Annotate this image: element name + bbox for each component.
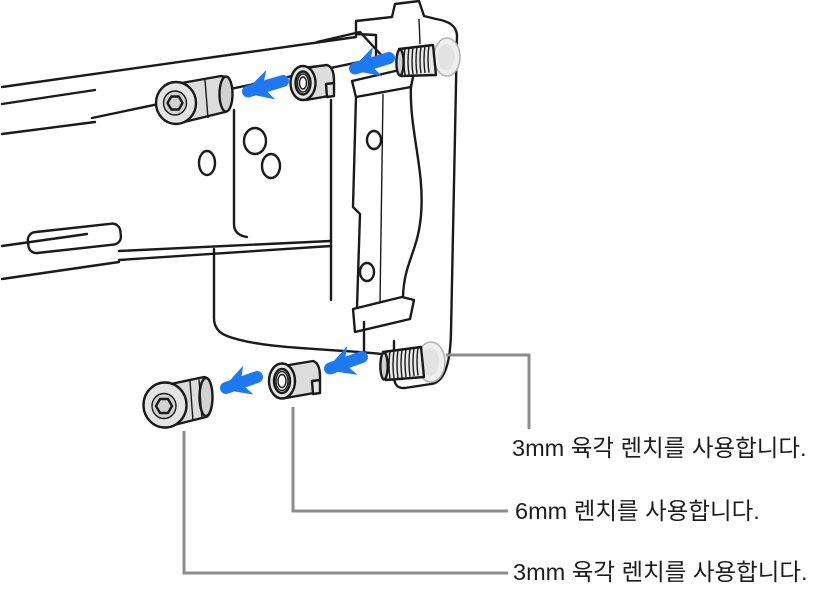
rail-hole-2 [242,126,268,156]
rail-bottom-sweep [212,247,438,364]
channel-bottom-tab [351,295,416,334]
standoff-flat [324,81,336,99]
arrow-top-right [349,46,395,77]
rail-slot [26,222,123,255]
channel-hole-bottom [358,261,376,283]
rail-plate-right-edge [232,108,249,239]
rail-top-edge [0,35,358,89]
rail-hole-3 [260,152,282,180]
channel-left-edge [351,95,362,309]
standoff-nut-bottom [267,359,322,400]
channel-groove-line [379,93,384,304]
standoff-nut-top [289,63,336,102]
callout-label-3mm-hex-bottom: 3mm 육각 렌치를 사용합니다. [513,559,808,585]
arrow-bottom-left [220,365,263,395]
arrow-top-left [242,70,289,100]
callout-label-6mm-wrench: 6mm 렌치를 사용합니다. [515,498,760,524]
callout-label-3mm-hex-top: 3mm 육각 렌치를 사용합니다. [512,435,807,461]
hex-socket [154,397,174,415]
rail-hole-1 [197,149,217,177]
channel-hole-top [365,129,383,151]
rail-plate-top-edge [90,55,385,120]
standoff-flat [310,378,322,396]
bracket-fold-line [418,18,421,45]
thread-lines [388,347,419,380]
rack-channel-piece [350,67,423,334]
hex-cap-screw-top [154,74,234,126]
bracket-threaded-screw-top [395,37,461,78]
bracket-threaded-screw-bottom [379,341,446,383]
callout-line-standoff [291,407,508,513]
hex-cap-screw-bottom [142,375,214,429]
channel-latch-edge [401,83,423,299]
callout-line-top-screw [446,353,531,429]
hex-socket [166,95,184,111]
assembly-arrows [220,46,395,395]
callout-lines [182,353,531,575]
slide-rail [0,30,438,364]
callout-line-hex-screw [182,431,508,575]
arrow-bottom-right [324,346,368,375]
